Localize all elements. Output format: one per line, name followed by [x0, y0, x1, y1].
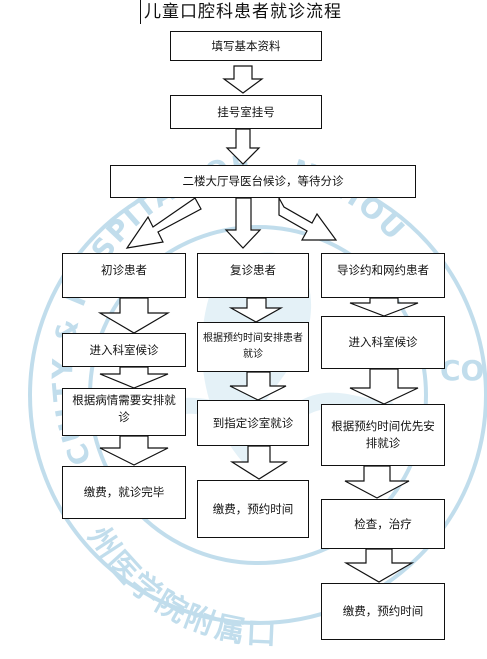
arrow-info-to-registration [222, 65, 264, 94]
step-fill-info: 填写基本资料 [170, 31, 322, 61]
step-registration: 挂号室挂号 [170, 95, 322, 129]
arrow-col3-step3-to-step4 [343, 548, 415, 583]
arrow-col3-step1-to-step2 [349, 368, 419, 405]
col3-step4: 缴费，预约时间 [321, 583, 445, 640]
col3-header: 导诊约和网约患者 [321, 253, 445, 298]
seal-text-right: CO [440, 354, 484, 387]
col1-step2: 根据病情需要安排就诊 [62, 388, 186, 436]
arrow-col2-header-to-step1 [228, 297, 284, 323]
arrow-col3-step2-to-step3 [344, 465, 410, 499]
step-triage: 二楼大厅导医台候诊，等待分诊 [110, 165, 416, 198]
arrow-col2-step1-to-step2 [229, 371, 287, 401]
arrow-col1-header-to-step1 [97, 297, 171, 334]
col1-step3: 缴费，就诊完毕 [62, 466, 186, 519]
col1-header: 初诊患者 [62, 253, 186, 298]
col3-step2: 根据预约时间优先安排就诊 [321, 404, 445, 466]
arrow-col3-header-to-step1 [349, 297, 419, 317]
col2-step1: 根据预约时间安排患者就诊 [197, 322, 309, 372]
col2-header: 复诊患者 [197, 253, 309, 298]
col3-step3: 检查，治疗 [321, 499, 445, 549]
col3-step1: 进入科室候诊 [321, 316, 445, 369]
col2-step3: 缴费，预约时间 [197, 480, 309, 538]
arrow-triage-to-col1 [125, 197, 202, 249]
arrow-col1-step1-to-step2 [99, 366, 169, 389]
arrow-triage-to-col2 [224, 197, 262, 249]
seal-text-bottom: 州医学院附属口 [81, 520, 280, 652]
col2-step2: 到指定诊室就诊 [197, 400, 309, 446]
col1-step1: 进入科室候诊 [62, 333, 186, 367]
page-title: 儿童口腔科患者就诊流程 [140, 0, 342, 24]
arrow-col2-step2-to-step3 [229, 445, 289, 480]
arrow-triage-to-col3 [278, 195, 338, 241]
arrow-col1-step2-to-step3 [99, 435, 169, 466]
arrow-registration-to-triage [225, 128, 261, 165]
